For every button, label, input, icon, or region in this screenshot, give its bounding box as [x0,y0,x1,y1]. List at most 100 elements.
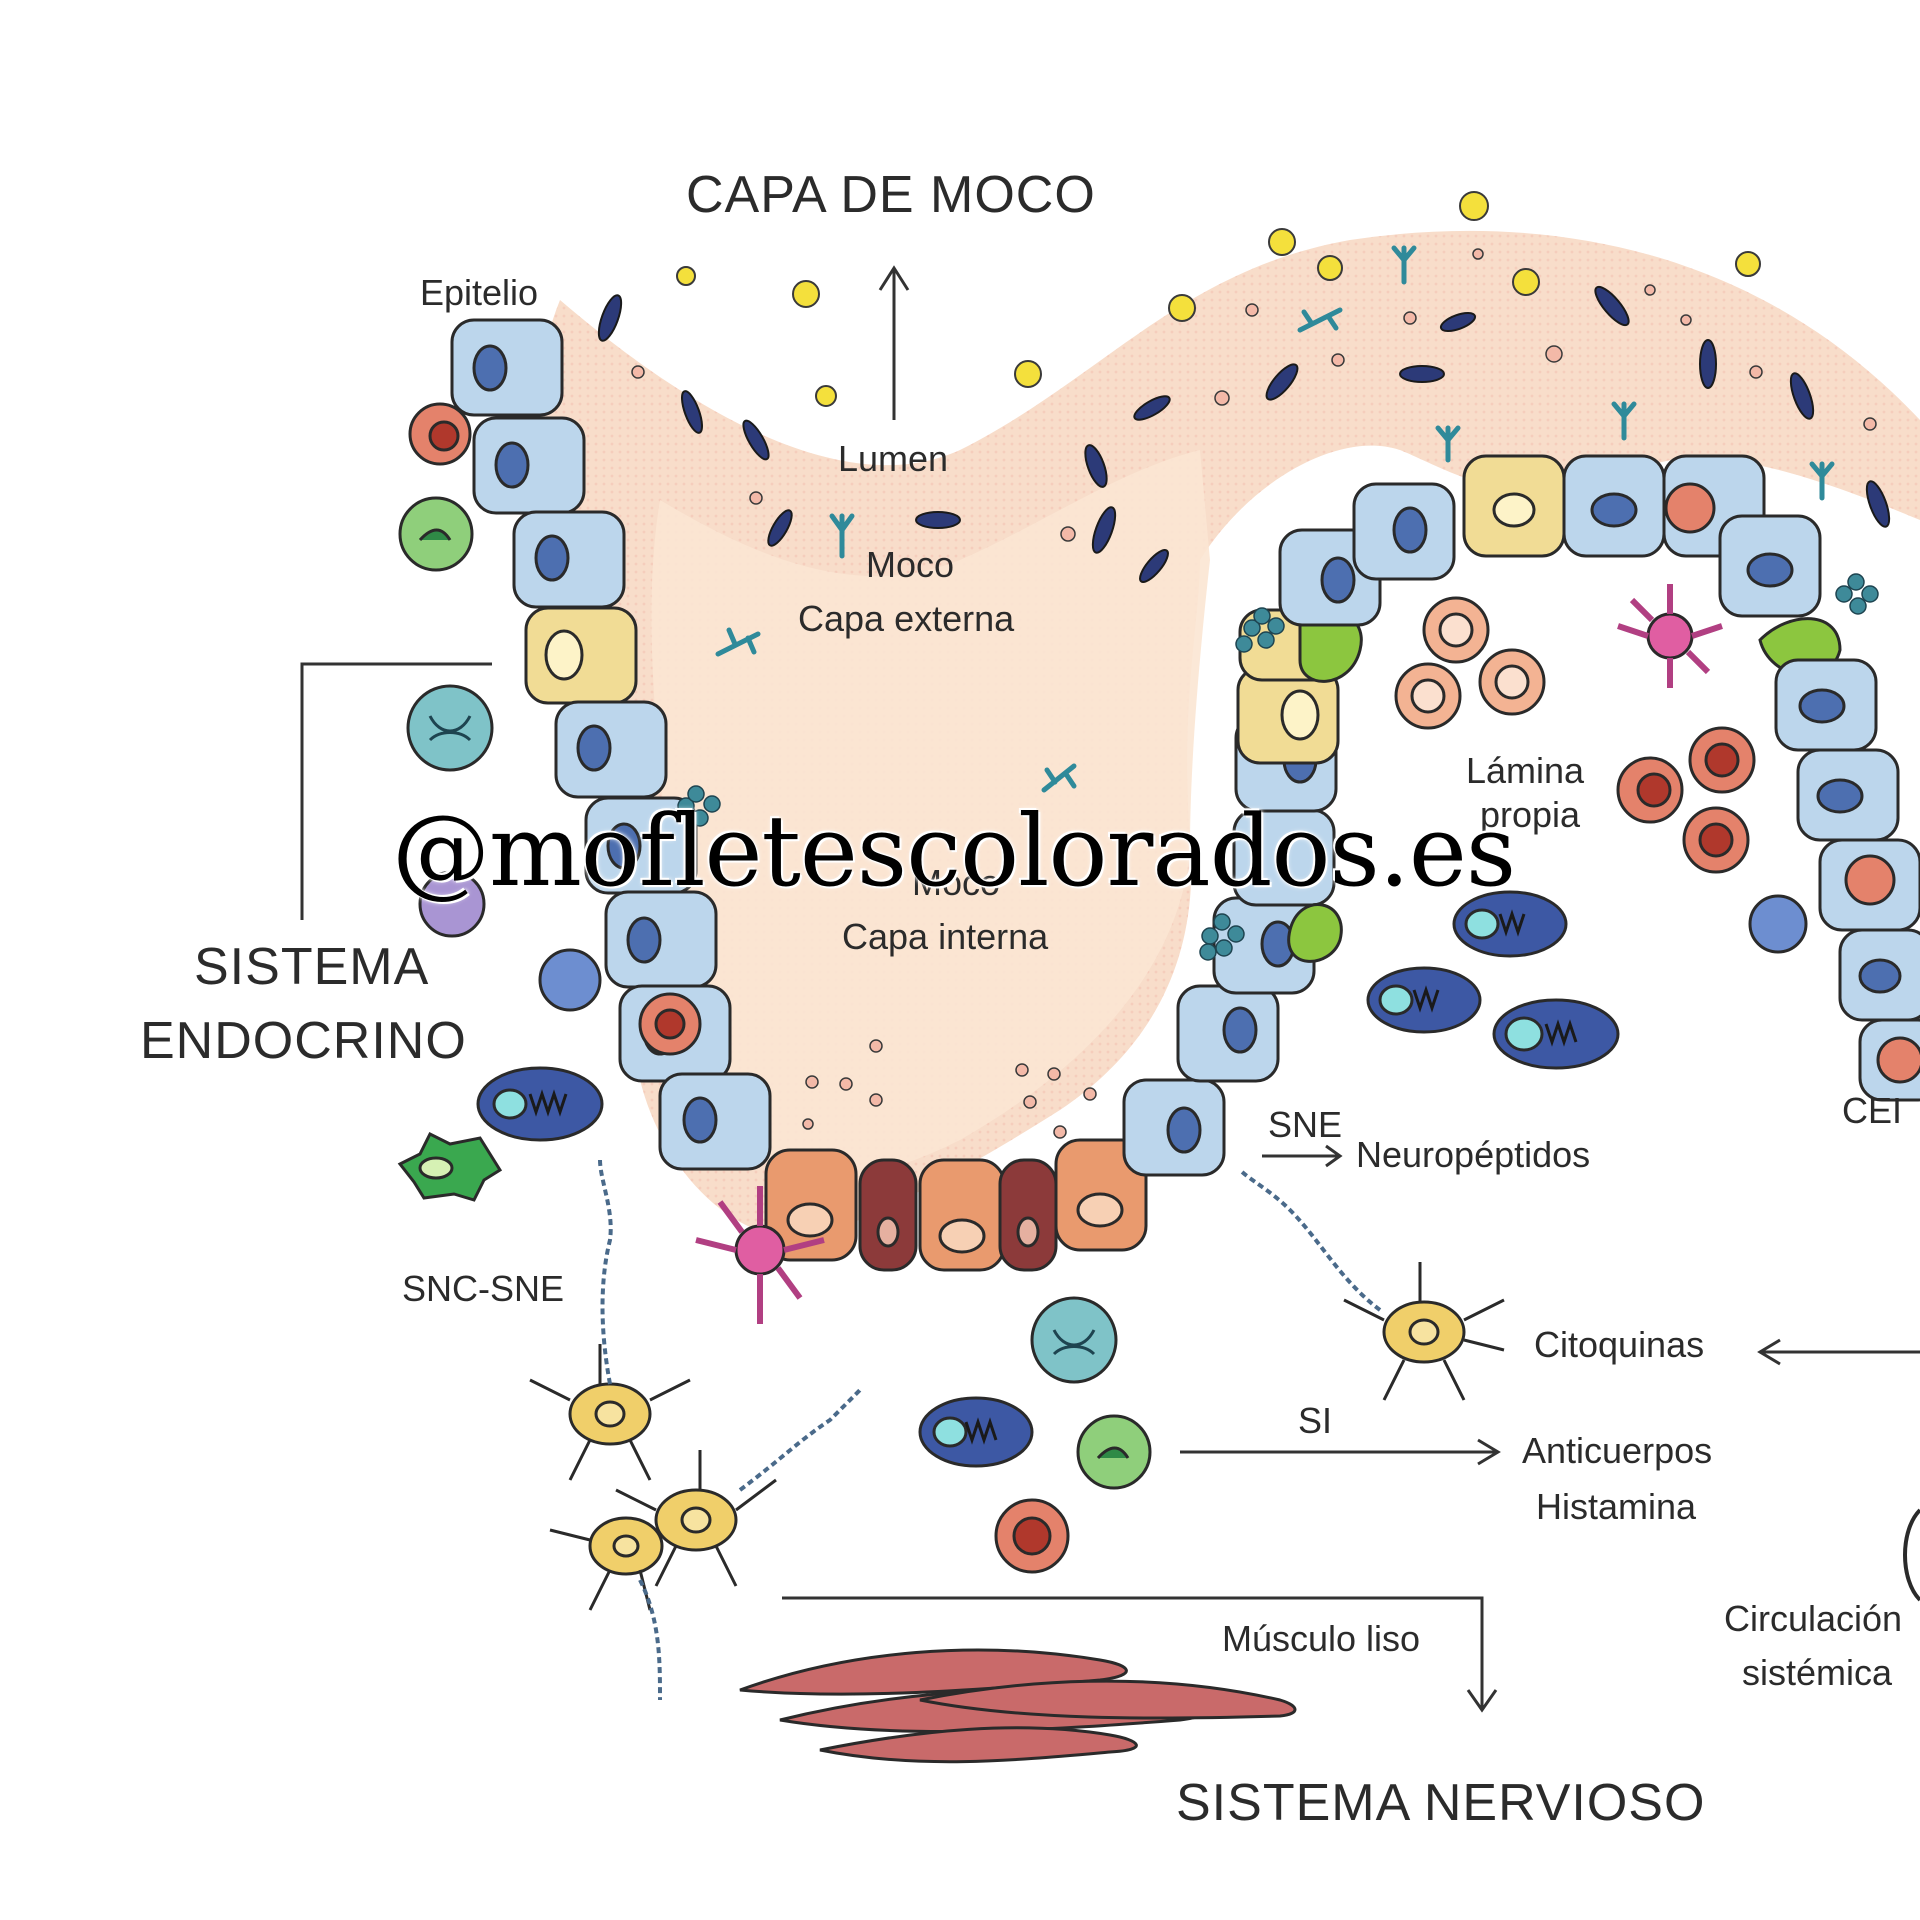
paneth-cell [1054,1138,1148,1252]
epithelial-cell [1818,838,1920,932]
moco-interna-label-2: Capa interna [842,916,1049,957]
circulation-vessel [1903,1508,1920,1602]
cei-label: CEI [1842,1090,1903,1131]
citoquinas-arrowhead [1757,1338,1781,1366]
crypt-base [764,1138,1148,1272]
red-cell [638,992,702,1056]
paneth-cell [764,1148,858,1262]
plasma-cell [1492,998,1620,1070]
capa-de-moco-title: CAPA DE MOCO [686,166,1096,224]
sne-label: SNE [1268,1104,1343,1145]
moco-interna-label-1: Moco [912,862,1001,903]
si-arrowhead [1477,1438,1501,1466]
red-cell [994,1498,1070,1574]
epithelial-cell [450,318,564,417]
epithelial-cell [1352,482,1456,581]
smooth-muscle [739,1648,1297,1764]
epithelial-cell [1562,454,1666,558]
lamina-propia-label-2: propia [1480,794,1581,835]
neuron [529,1344,691,1481]
si-label: SI [1298,1400,1333,1441]
neurons [529,1159,1505,1701]
epithelial-cell [1718,514,1822,618]
epithelial-cell [1796,748,1900,842]
axon [598,1159,613,1385]
nervous-bracket [782,1596,1484,1710]
epithelial-cell [1838,928,1920,1022]
green-star-cell [397,1131,503,1202]
axon [638,1579,662,1701]
anticuerpos-label: Anticuerpos [1522,1430,1713,1471]
citoquinas-label: Citoquinas [1534,1324,1705,1365]
epithelium-right [1122,454,1920,1177]
red-cell [1688,726,1756,794]
lumen-particles [676,191,1761,407]
plasma-cell [476,1066,604,1142]
blue-cell [538,948,602,1012]
red-cell [1616,756,1684,824]
immune-cells-bottom [918,1296,1152,1574]
peach-cell [1394,662,1462,730]
peach-cell [1422,596,1490,664]
sne-arrowhead [1325,1144,1343,1168]
epithelium-left [450,318,772,1171]
immune-cells-right [1366,584,1808,1070]
plasma-cell [918,1396,1034,1468]
epithelial-cell [658,1072,772,1171]
immune-cells-left [397,402,825,1324]
axon [738,1388,862,1492]
axon [1238,1168,1382,1312]
neuropeptidos-label: Neuropéptidos [1356,1134,1591,1175]
watermark-text: @mofletescolorados.es [392,795,1516,909]
goblet-cell [524,606,638,705]
epithelial-cell [1774,658,1878,752]
moco-externa-label-2: Capa externa [798,598,1015,639]
epithelial-cell [1858,1018,1920,1102]
pink-star-cell [1617,584,1723,688]
pink-particles [631,248,1877,1139]
bracket-lines [300,662,1484,1710]
peach-cell [1478,648,1546,716]
paneth-cell-dark [998,1158,1058,1272]
endocrine-bracket [300,662,492,920]
circulacion-label-2: sistémica [1742,1652,1893,1693]
neuron [1343,1262,1505,1401]
paneth-cell-dark [858,1158,918,1272]
sistema-nervioso-label: SISTEMA NERVIOSO [1176,1774,1706,1832]
neuron [615,1450,777,1587]
epithelial-cell [1176,984,1280,1083]
sistema-endocrino-label-2: ENDOCRINO [140,1012,467,1070]
red-cell [408,402,472,466]
lumen-up-arrowhead [878,265,910,291]
goblet-cell [1236,666,1340,765]
blue-cell [1748,894,1808,954]
epithelial-cell [554,700,668,799]
sistema-endocrino-label-1: SISTEMA [194,938,430,996]
granule-clusters [677,573,1879,961]
bacteria [597,285,1891,583]
purple-cell [418,870,486,938]
plasma-cell [1452,890,1568,958]
circulacion-label-1: Circulación [1724,1598,1903,1639]
paneth-cell [918,1158,1006,1272]
neutrophil [406,684,494,772]
red-cell [1682,806,1750,874]
epithelial-cell [1122,1078,1226,1177]
antibodies [715,245,1835,793]
green-cell [398,496,474,572]
goblet-cell [1462,454,1566,558]
lamina-propia-label-1: Lámina [1466,750,1585,791]
pink-star-cell [695,1186,825,1324]
epithelial-cell [512,510,626,609]
lumen-label: Lumen [838,438,949,479]
enteroendocrine-cell [1232,808,1343,963]
green-cell [1076,1414,1152,1490]
histamina-label: Histamina [1536,1486,1697,1527]
snc-sne-label: SNC-SNE [402,1268,565,1309]
plasma-cell [1366,966,1482,1034]
epitelio-label: Epitelio [420,272,539,313]
epithelial-cell [472,416,586,515]
nervous-arrowhead [1466,1689,1498,1713]
arrows [878,265,1920,1713]
